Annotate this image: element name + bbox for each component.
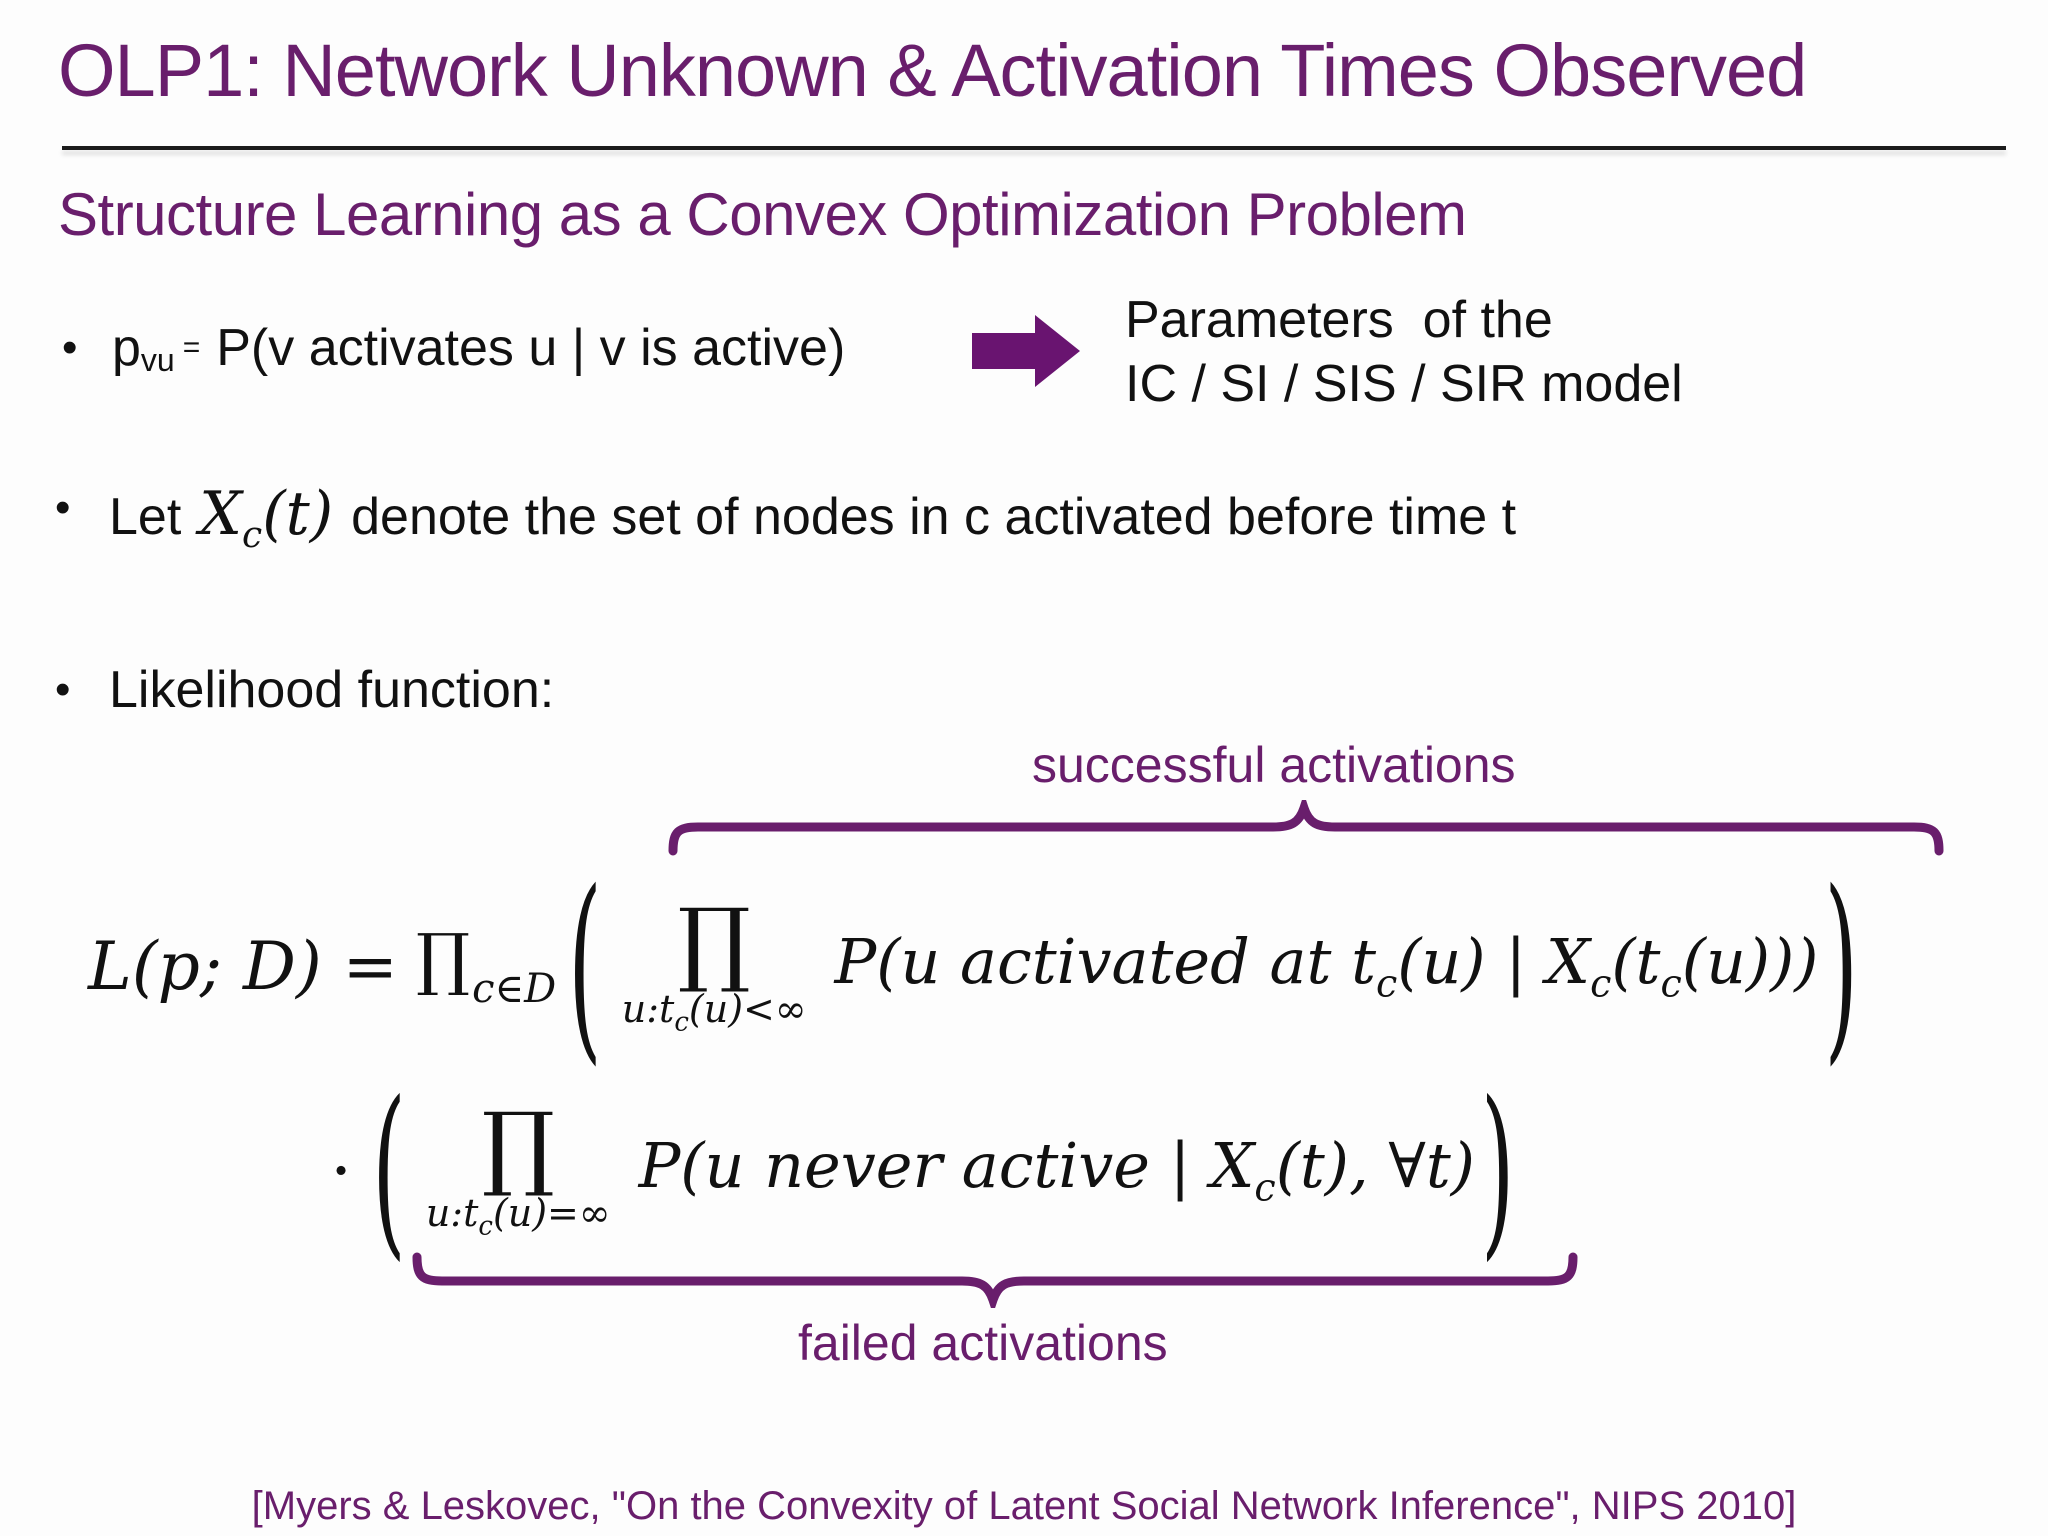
outer-product-subscript: c∈D: [472, 965, 557, 1012]
bullet-dot: •: [55, 483, 71, 532]
multiplication-dot: ·: [330, 1130, 353, 1212]
pvu-symbol: p: [112, 319, 141, 377]
overbrace: [668, 800, 1944, 856]
product-glyph: ∏: [416, 919, 471, 999]
failed-activations-label: failed activations: [798, 1315, 1168, 1371]
inner-product-1: ∏ u:tc(u)<∞: [621, 888, 807, 1038]
citation: [Myers & Leskovec, "On the Convexity of …: [251, 1484, 1797, 1528]
likelihood-formula-line1: L(p; D) = ∏c∈D ( ∏ u:tc(u)<∞ P(u activat…: [88, 862, 1864, 1072]
likelihood-formula-line2: · ( ∏ u:tc(u)=∞ P(u never active | Xc(t)…: [330, 1068, 1520, 1274]
x-subscript: c: [242, 515, 263, 556]
right-arrow-icon: [972, 315, 1080, 387]
x-symbol: X: [199, 479, 243, 549]
title-divider: [62, 146, 2006, 150]
big-open-paren: (: [568, 849, 602, 1085]
successful-activations-term: P(u activated at tc(u) | Xc(tc(u))): [834, 925, 1819, 1006]
outer-product-symbol: ∏c∈D: [416, 925, 557, 1012]
equals-sign: =: [182, 331, 201, 364]
product-glyph: ∏: [677, 888, 751, 996]
slide-subtitle: Structure Learning as a Convex Optimizat…: [58, 181, 1467, 248]
product-glyph: ∏: [481, 1092, 555, 1200]
successful-activations-label: successful activations: [1032, 737, 1516, 793]
page-title: OLP1: Network Unknown & Activation Times…: [58, 29, 1807, 112]
xct-description: denote the set of nodes in c activated b…: [351, 488, 1517, 546]
inner-product-2: ∏ u:tc(u)=∞: [425, 1092, 611, 1242]
formula-lhs: L(p; D) =: [88, 928, 398, 1005]
bullet-pvu-text: pvu= P(v activates u | v is active): [112, 318, 845, 390]
big-close-paren: ): [1480, 1063, 1515, 1279]
pvu-subscript: vu: [140, 342, 175, 378]
bullet-xct: • Let Xc(t) denote the set of nodes in c a…: [55, 478, 1516, 572]
bullet-dot: •: [62, 323, 78, 372]
bullet-dot: •: [55, 665, 71, 714]
failed-activations-term: P(u never active | Xc(t), ∀t): [638, 1129, 1475, 1210]
bullet-xct-text: Let Xc(t) denote the set of nodes in c act…: [109, 478, 1516, 572]
bullet-likelihood: • Likelihood function:: [55, 660, 554, 720]
arrow-callout: Parameters of the IC / SI / SIS / SIR mo…: [1125, 288, 1683, 416]
big-close-paren: ): [1824, 849, 1859, 1085]
big-open-paren: (: [372, 1063, 406, 1279]
bullet-pvu: • pvu= P(v activates u | v is active): [62, 318, 845, 390]
pvu-definition: P(v activates u | v is active): [216, 319, 846, 377]
inner-product-2-limits: u:tc(u)=∞: [425, 1190, 611, 1242]
x-args: (t): [262, 479, 334, 549]
xct-math: Xc(t): [199, 479, 334, 556]
let-label: Let: [109, 488, 182, 546]
callout-line1: Parameters of the: [1125, 291, 1553, 349]
callout-line2: IC / SI / SIS / SIR model: [1125, 355, 1683, 413]
likelihood-label: Likelihood function:: [109, 661, 555, 719]
inner-product-1-limits: u:tc(u)<∞: [621, 986, 807, 1038]
underbrace: [412, 1252, 1578, 1308]
